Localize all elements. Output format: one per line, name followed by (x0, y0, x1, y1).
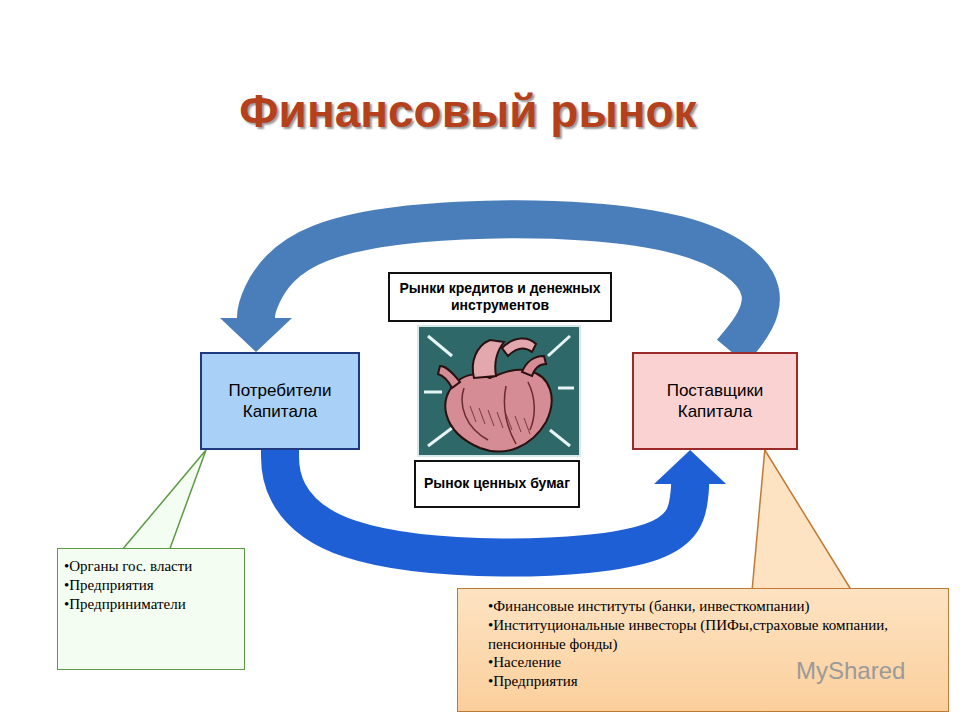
callout-item: •Органы гос. власти (64, 557, 238, 576)
heart-vein (522, 356, 546, 376)
hatch-stroke (470, 406, 476, 422)
diagram-title: Финансовый рынок (0, 84, 936, 138)
callout-item: •Финансовые институты (банки, инвесткомп… (488, 597, 938, 616)
node-label: Рынок ценных бумаг (424, 475, 570, 493)
callout-pointer (123, 450, 206, 549)
callout-item: •Институциональные инвесторы (ПИФы,страх… (488, 616, 938, 654)
callout-box: •Органы гос. власти•Предприятия•Предприн… (57, 548, 245, 670)
node-label: Поставщики Капитала (640, 380, 790, 423)
flow-arrow (256, 219, 761, 352)
hatch-stroke (488, 410, 494, 426)
capital-consumer-box: Потребители Капитала (200, 352, 360, 450)
flow-arrow (280, 450, 690, 558)
heart-illustration (418, 326, 580, 456)
node-label: Рынки кредитов и денежных инструментов (396, 280, 604, 315)
heart-background (418, 326, 580, 456)
callout-item: •Предприятия (64, 576, 238, 595)
heart-hatching (470, 406, 530, 434)
heart-vessels (462, 382, 534, 444)
heart-artery (502, 338, 536, 356)
hatch-stroke (479, 408, 485, 424)
arrow-head (654, 450, 726, 484)
watermark: MyShared (796, 657, 905, 685)
capital-supplier-box: Поставщики Капитала (632, 352, 798, 450)
hatch-stroke (515, 416, 521, 432)
hatch-stroke (524, 418, 530, 434)
arrow-head (220, 318, 292, 352)
market-box: Рынок ценных бумаг (414, 460, 580, 508)
heart-vein (438, 366, 460, 388)
hatch-stroke (497, 412, 503, 428)
heart-aorta (473, 340, 504, 378)
node-label: Потребители Капитала (208, 380, 352, 423)
callout-item: •Предприниматели (64, 595, 238, 614)
hatch-stroke (506, 414, 512, 430)
callout-pointer (752, 450, 850, 589)
market-box: Рынки кредитов и денежных инструментов (388, 272, 612, 322)
callout-box: •Финансовые институты (банки, инвесткомп… (457, 588, 949, 712)
